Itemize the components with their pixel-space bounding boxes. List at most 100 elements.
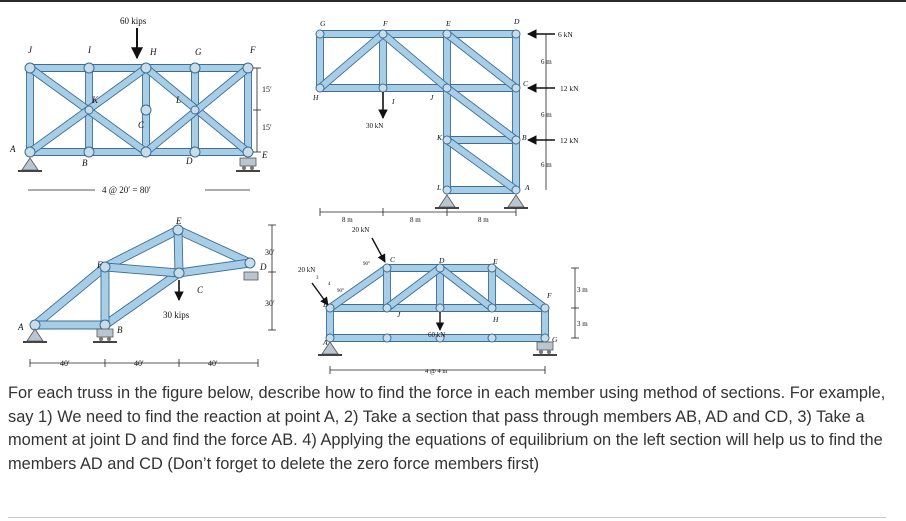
load-label: 20 kN (352, 226, 369, 234)
slope-label: 4 (328, 282, 331, 287)
joint-plate (540, 303, 550, 313)
dimension-label: 15′ (262, 123, 272, 132)
joint-plate (242, 62, 254, 74)
pin-support (26, 328, 44, 342)
joint-label: L (175, 95, 181, 105)
joint-label: G (195, 47, 202, 57)
joint-label: E (261, 150, 268, 160)
truss-member (489, 264, 548, 312)
joint-plate (378, 29, 388, 39)
joint-plate (382, 263, 392, 273)
joint-plate (540, 333, 550, 343)
roller-wheel (250, 166, 254, 170)
joint-label: K (436, 133, 443, 142)
top-divider (0, 0, 906, 2)
truss-member (443, 33, 451, 191)
slope-label: 3 (316, 276, 319, 281)
dimension-label: 8 m (478, 216, 489, 224)
joint-plate (511, 29, 521, 39)
truss-member (100, 266, 110, 326)
roller-support (536, 341, 554, 351)
joint-plate (487, 303, 497, 313)
joint-plate (140, 146, 152, 158)
truss-member (327, 264, 390, 312)
truss-member (177, 258, 252, 278)
load-label: 6 kN (558, 30, 573, 39)
joint-plate (487, 263, 497, 273)
load-label: 30 kN (366, 122, 383, 130)
roller-wheel (107, 337, 111, 341)
joint-plate (99, 319, 111, 331)
joint-plate (511, 83, 521, 93)
joint-plate (172, 224, 184, 236)
load-arrow (311, 282, 329, 306)
joint-label: F (249, 45, 256, 55)
joint-label: D (438, 256, 445, 265)
load-label: 20 kN (298, 266, 315, 274)
roller-support (239, 157, 257, 167)
joint-label: F (96, 260, 103, 270)
joint-plate (242, 146, 254, 158)
truss-member (316, 33, 324, 89)
truss-member (444, 136, 519, 194)
truss-member (104, 262, 180, 278)
joint-plate (511, 185, 521, 195)
joint-plate (24, 146, 36, 158)
joint-label: J (397, 310, 401, 319)
truss-member (444, 84, 519, 144)
joint-label: C (197, 285, 204, 295)
roller-wheel (547, 350, 551, 354)
dimension-label: 3 m (577, 286, 588, 294)
joint-label: B (117, 325, 123, 335)
roller-support (96, 328, 114, 338)
joint-plate (190, 105, 200, 115)
dimension-label: 40′ (134, 359, 144, 368)
joint-plate (84, 105, 94, 115)
joint-label: H (492, 315, 499, 324)
truss-member (317, 30, 386, 92)
dimension-label: 30′ (265, 248, 275, 257)
joint-plate (244, 257, 256, 269)
joint-label: D (513, 17, 520, 26)
truss-member (319, 84, 517, 92)
truss-member (446, 186, 517, 194)
joint-label: E (492, 257, 498, 266)
bottom-divider (8, 517, 886, 518)
joint-plate (442, 29, 452, 39)
joint-label: D (185, 156, 193, 166)
joint-plate (189, 62, 201, 74)
joint-label: C (523, 79, 529, 88)
joint-label: J (430, 93, 434, 102)
load-label: 30 kips (163, 310, 190, 320)
pin-support (507, 194, 525, 208)
dimension-label: 6 m (541, 58, 552, 66)
joint-label: K (91, 95, 99, 105)
pin-support (21, 157, 39, 171)
truss-member (437, 264, 495, 312)
joint-plate (487, 333, 497, 343)
joint-label: G (552, 335, 558, 344)
joint-label: I (87, 45, 92, 55)
joint-plate (435, 263, 445, 273)
dimension-label: 4 @ 4 m (425, 368, 447, 375)
joint-plate (442, 135, 452, 145)
joint-plate (315, 83, 325, 93)
truss-member (444, 30, 519, 92)
joint-label: H (149, 47, 157, 57)
truss-member (34, 320, 106, 330)
joint-label: A (322, 338, 328, 347)
joint-label: G (320, 19, 326, 28)
joint-label: D (259, 262, 267, 272)
joint-label: I (391, 97, 395, 106)
joint-label: A (524, 183, 530, 192)
load-arrow (371, 237, 386, 263)
angle-label: 90° (337, 289, 344, 294)
dimension-label: 8 m (342, 216, 353, 224)
angle-label: 90° (363, 262, 370, 267)
joint-plate (442, 83, 452, 93)
pin-support (438, 194, 456, 208)
question-text: For each truss in the figure below, desc… (8, 384, 886, 473)
dimension-label: 30′ (265, 299, 275, 308)
joint-plate (83, 146, 95, 158)
